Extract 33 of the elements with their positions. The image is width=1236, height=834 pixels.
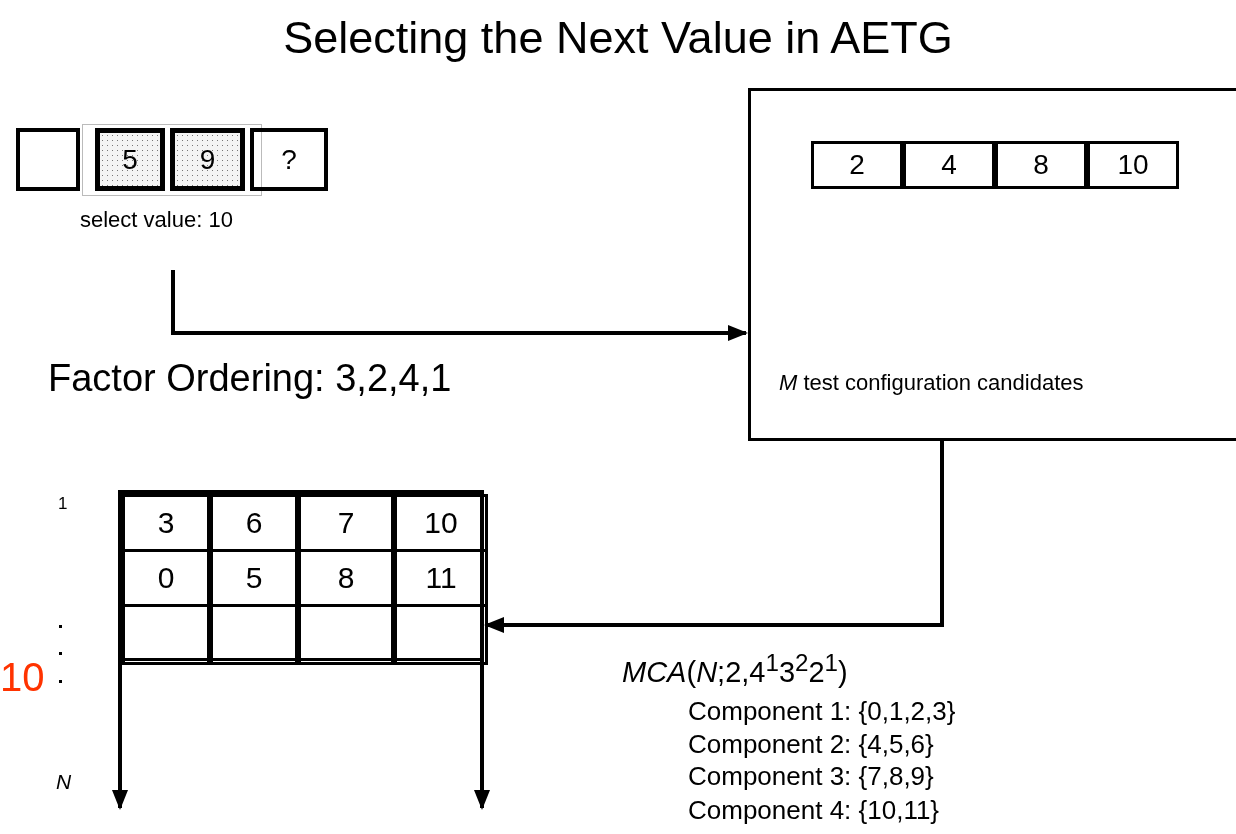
table-cell: 7 [298, 494, 394, 552]
connector-arrow [171, 270, 748, 341]
array-notation: MCA(N;2,4$^{1}$3$^{2}$2$^{1}$) [622, 650, 848, 689]
table-cell: 3 [122, 494, 210, 552]
component-text: Component 4: {10,11} [688, 796, 940, 825]
shaded-value-box: 9 [170, 128, 245, 191]
table-cell: 0 [122, 549, 210, 607]
empty-value-box [16, 128, 80, 191]
row-index: 10 [0, 655, 45, 699]
candidate-value-box: 4 [903, 141, 995, 189]
empty-table-cell [210, 604, 298, 665]
factor-ordering-text: Factor Ordering: 3,2,4,1 [48, 358, 452, 400]
empty-table-cell [122, 604, 210, 665]
candidate-value-box: 10 [1087, 141, 1179, 189]
component-text: Component 1: {0,1,2,3} [688, 697, 956, 726]
value-box: ? [250, 128, 328, 191]
table-cell: 5 [210, 549, 298, 607]
candidate-value-box: 2 [811, 141, 903, 189]
component-text: Component 2: {4,5,6} [688, 730, 934, 759]
table-cell: 8 [298, 549, 394, 607]
title: Selecting the Next Value in AETG [282, 12, 954, 64]
table-cell: 6 [210, 494, 298, 552]
table-cell: 10 [394, 494, 488, 552]
component-text: Component 3: {7,8,9} [688, 762, 934, 791]
row-index: 1 [58, 495, 68, 514]
selection-note: select value: 10 [80, 208, 233, 233]
empty-table-cell [298, 604, 394, 665]
candidate-value-box: 8 [995, 141, 1087, 189]
row-index: N [56, 770, 72, 794]
empty-table-cell [394, 604, 488, 665]
shaded-value-box: 5 [95, 128, 165, 191]
candidates-panel: M test configuration candidates 2 4 8 10 [748, 88, 1236, 441]
table-cell: 11 [394, 549, 488, 607]
